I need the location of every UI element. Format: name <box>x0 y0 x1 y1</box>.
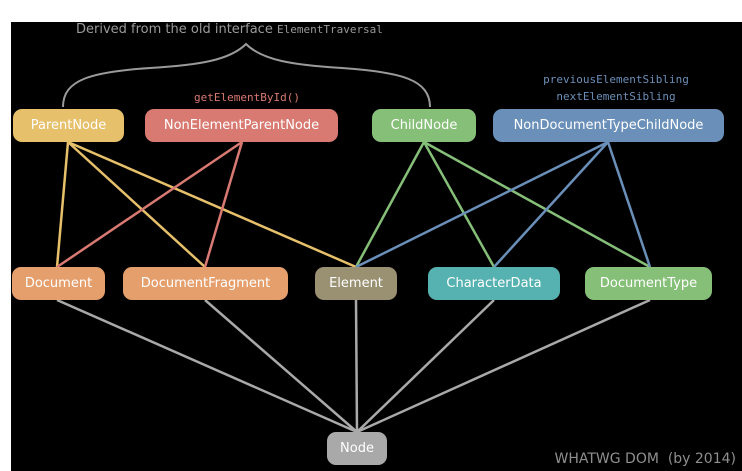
edge-document-node <box>56 298 358 434</box>
annotation-next-element-sibling: nextElementSibling <box>556 90 676 103</box>
edge-characterdata-node <box>356 299 495 433</box>
edge-parentnode-document <box>55 141 70 268</box>
edge-element-node <box>354 299 359 433</box>
edge-parentnode-element <box>67 140 357 269</box>
node-node: Node <box>327 432 387 465</box>
node-document: Document <box>12 267 105 300</box>
node-documenttype: DocumentType <box>585 267 712 300</box>
caption-prefix: Derived from the old interface <box>76 22 273 37</box>
edge-nondoctypechildnode-characterdata <box>493 141 609 268</box>
node-parentnode: ParentNode <box>13 109 124 142</box>
edge-nonelementparentnode-document <box>56 140 243 269</box>
edge-nondoctypechildnode-documenttype <box>606 141 652 268</box>
diagram-caption: Derived from the old interface ElementTr… <box>76 22 383 37</box>
annotation-previous-element-sibling: previousElementSibling <box>543 73 689 86</box>
caption-code: ElementTraversal <box>276 23 383 36</box>
edge-documenttype-node <box>356 298 651 434</box>
interface-brace <box>62 42 431 108</box>
node-childnode: ChildNode <box>372 109 476 142</box>
edge-childnode-element <box>354 141 426 268</box>
edge-nondoctypechildnode-element <box>355 140 609 269</box>
node-characterdata: CharacterData <box>428 267 560 300</box>
node-documentfragment: DocumentFragment <box>123 267 288 300</box>
edge-nonelementparentnode-documentfragment <box>203 141 244 268</box>
node-nonelementparentnode: NonElementParentNode <box>145 109 338 142</box>
annotation-getelementbyid: getElementById() <box>194 91 300 104</box>
edge-parentnode-documentfragment <box>67 141 206 268</box>
diagram-background <box>11 22 742 471</box>
footer-credit: WHATWG DOM (by 2014) <box>554 451 736 467</box>
edge-documentfragment-node <box>204 299 358 433</box>
edge-childnode-documenttype <box>423 140 651 269</box>
node-element: Element <box>315 267 397 300</box>
node-nondocumenttypechildnode: NonDocumentTypeChildNode <box>493 109 724 142</box>
edge-childnode-characterdata <box>422 141 496 268</box>
